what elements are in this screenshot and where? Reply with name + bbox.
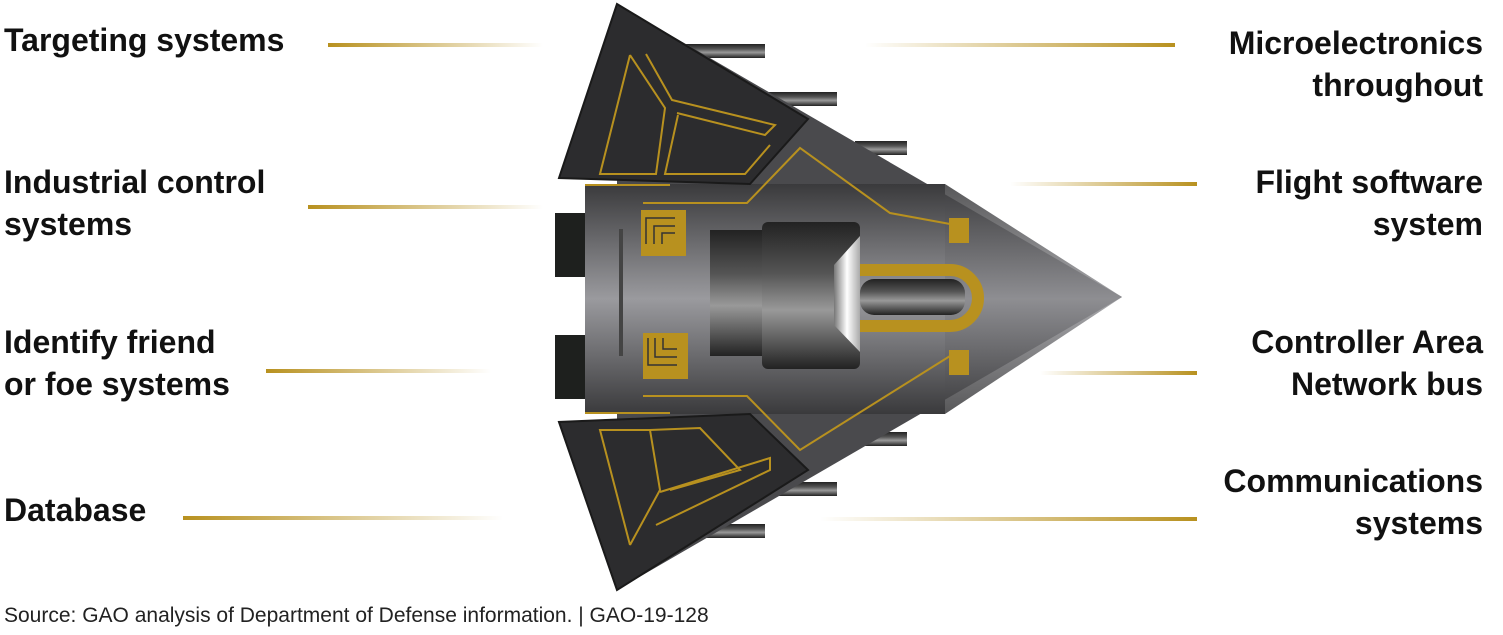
nozzle [834,236,860,352]
label-line: Flight software [1255,164,1483,200]
label-line: Communications [1223,463,1483,499]
label-line: Network bus [1290,366,1483,402]
label-line: Identify friend [4,324,216,360]
source-note: Source: GAO analysis of Department of De… [4,604,709,627]
label-line: systems [4,206,133,242]
label-industrial-control-systems: Industrial control systems [4,161,265,245]
shaft [860,279,965,315]
chip-bottom [643,333,688,379]
label-targeting-systems: Targeting systems [4,19,284,61]
top-wing [557,2,810,186]
label-line: system [1372,206,1483,242]
label-line: throughout [1312,67,1483,103]
label-flight-software: Flight software system [1255,161,1483,245]
label-communications-systems: Communications systems [1223,460,1483,544]
label-database: Database [4,489,146,531]
label-line: Targeting systems [4,22,285,58]
label-line: Microelectronics [1228,25,1483,61]
label-identify-friend-or-foe: Identify friend or foe systems [4,321,230,405]
label-line: Controller Area [1251,324,1483,360]
bottom-wing [557,412,810,592]
label-line: systems [1354,505,1483,541]
label-line: Database [4,492,147,528]
label-line: or foe systems [4,366,230,402]
label-line: Industrial control [4,164,266,200]
engine-housing [710,230,764,356]
label-microelectronics: Microelectronics throughout [1229,22,1483,106]
u-bracket [860,264,984,332]
